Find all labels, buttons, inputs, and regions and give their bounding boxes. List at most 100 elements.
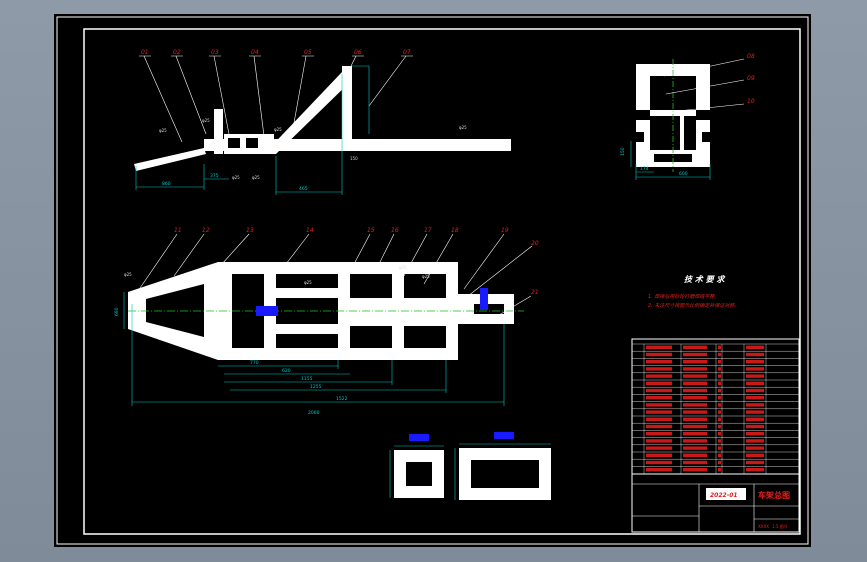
parts-row-cell <box>646 403 672 407</box>
parts-row-cell <box>746 432 764 436</box>
parts-row-cell <box>683 374 707 378</box>
svg-text:φ25: φ25 <box>274 127 282 132</box>
parts-row-cell <box>683 388 707 393</box>
svg-text:09: 09 <box>747 75 755 82</box>
parts-row-qty <box>718 410 721 414</box>
parts-list-rows <box>631 343 800 474</box>
parts-row-cell <box>646 360 672 364</box>
parts-row-qty <box>718 424 721 429</box>
parts-row-cell <box>646 446 672 450</box>
svg-text:465: 465 <box>299 186 308 192</box>
parts-row-cell <box>683 381 707 385</box>
side-diagonal-brace <box>264 72 352 154</box>
parts-row-cell <box>646 460 672 465</box>
parts-row-qty <box>718 360 721 364</box>
parts-row-qty <box>718 374 721 378</box>
svg-text:1522: 1522 <box>336 396 348 402</box>
parts-row-cell <box>746 374 764 378</box>
parts-row-cell <box>746 439 764 443</box>
parts-row-qty <box>718 460 721 465</box>
parts-row-cell <box>683 446 707 450</box>
svg-text:02: 02 <box>173 49 181 56</box>
parts-row-cell <box>646 468 672 472</box>
parts-row-cell <box>746 367 764 371</box>
tech-item-1: 1. 焊接后用砂轮打磨焊缝平整。 <box>648 293 719 300</box>
svg-text:13: 13 <box>246 227 254 234</box>
parts-row-cell <box>646 367 672 371</box>
svg-text:08: 08 <box>747 53 755 60</box>
parts-row-cell <box>646 439 672 443</box>
parts-row-qty <box>718 367 721 371</box>
svg-text:φ25: φ25 <box>124 272 132 277</box>
side-view: 860 375 465 φ25 φ25 φ25 φ25 150 φ25 φ25 <box>134 55 511 195</box>
parts-row-cell <box>646 374 672 378</box>
drawing-title: 车架总图 <box>758 490 790 500</box>
parts-row-cell <box>746 396 764 400</box>
svg-text:φ25: φ25 <box>232 175 240 180</box>
parts-row-cell <box>746 468 764 472</box>
parts-row-cell <box>746 360 764 364</box>
footer-left: XXXX <box>758 524 769 529</box>
title-block: 2022-01 车架总图 XXXX 1:5 图号 <box>632 473 799 532</box>
balloons-top: 01 02 03 04 05 06 07 <box>141 49 411 56</box>
parts-row-cell <box>746 403 764 407</box>
svg-text:01: 01 <box>141 49 149 56</box>
svg-text:150: 150 <box>620 147 626 156</box>
tech-title: 技 术 要 求 <box>684 275 726 284</box>
svg-text:18: 18 <box>451 227 459 234</box>
balloons-right: 08 09 10 <box>747 53 755 105</box>
parts-row-cell <box>683 352 707 357</box>
parts-row-cell <box>683 453 707 457</box>
svg-text:φ25: φ25 <box>399 265 407 270</box>
parts-row-qty <box>718 432 721 436</box>
parts-row-cell <box>646 432 672 436</box>
parts-row-cell <box>683 360 707 364</box>
svg-text:10: 10 <box>747 98 755 105</box>
svg-text:1255: 1255 <box>310 384 322 390</box>
parts-row-cell <box>746 446 764 450</box>
parts-row-cell <box>683 417 707 421</box>
svg-text:17: 17 <box>424 227 432 234</box>
svg-text:21: 21 <box>531 289 539 296</box>
parts-row-cell <box>683 468 707 472</box>
parts-row-qty <box>718 403 721 407</box>
parts-row-cell <box>646 396 672 400</box>
section-marker-1 <box>409 434 429 441</box>
svg-text:150: 150 <box>350 156 358 161</box>
tech-item-2: 2. 未注尺寸按图示比例确定并保证对称。 <box>648 302 739 309</box>
cad-drawing: 860 375 465 φ25 φ25 φ25 φ25 150 φ25 φ25 … <box>56 16 809 545</box>
svg-text:11: 11 <box>174 227 182 234</box>
svg-text:860: 860 <box>162 181 171 187</box>
parts-row-cell <box>746 460 764 465</box>
svg-text:φ25: φ25 <box>304 280 312 285</box>
drawing-sheet: 860 375 465 φ25 φ25 φ25 φ25 150 φ25 φ25 … <box>54 14 811 547</box>
svg-text:φ25: φ25 <box>459 125 467 130</box>
parts-row-cell <box>683 410 707 414</box>
parts-row-cell <box>746 424 764 429</box>
parts-row-qty <box>718 388 721 393</box>
svg-text:20: 20 <box>531 240 539 247</box>
section-views <box>389 432 551 500</box>
parts-row-qty <box>718 381 721 385</box>
svg-text:16: 16 <box>391 227 399 234</box>
svg-text:05: 05 <box>304 49 312 56</box>
parts-row-qty <box>718 439 721 443</box>
parts-row-qty <box>718 417 721 421</box>
parts-row-cell <box>683 396 707 400</box>
svg-text:φ25: φ25 <box>202 118 210 123</box>
parts-row-qty <box>718 352 721 357</box>
parts-row-cell <box>746 345 764 349</box>
parts-row-qty <box>718 345 721 349</box>
svg-text:φ25: φ25 <box>422 274 430 279</box>
parts-row-cell <box>646 424 672 429</box>
parts-row-cell <box>646 345 672 349</box>
svg-text:12: 12 <box>202 227 210 234</box>
side-seat-post <box>214 109 223 154</box>
section-marker-2 <box>494 432 514 439</box>
svg-text:06: 06 <box>354 49 362 56</box>
parts-row-cell <box>746 352 764 357</box>
svg-text:174: 174 <box>640 166 649 172</box>
parts-row-cell <box>683 439 707 443</box>
svg-text:620: 620 <box>282 368 291 374</box>
svg-text:15: 15 <box>367 227 375 234</box>
